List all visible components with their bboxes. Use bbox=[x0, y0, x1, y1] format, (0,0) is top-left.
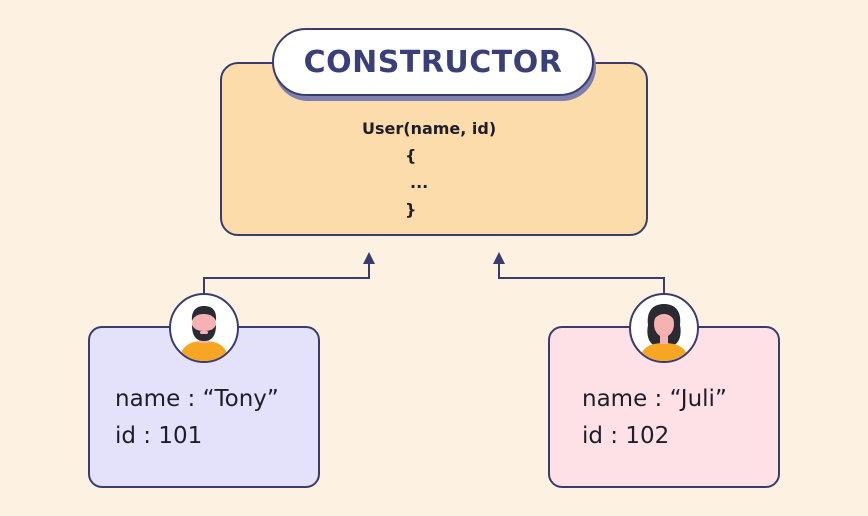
code-signature: User(name, id) bbox=[362, 119, 497, 138]
object-box-tony: name : “Tony” id : 101 bbox=[88, 326, 320, 488]
juli-to-constructor-arrow bbox=[498, 262, 665, 293]
man-bearded-avatar-icon bbox=[169, 293, 239, 363]
woman-avatar-icon bbox=[629, 293, 699, 363]
juli-id-field: id : 102 bbox=[582, 423, 670, 449]
code-body: ... bbox=[410, 173, 429, 192]
tony-name-field: name : “Tony” bbox=[115, 386, 279, 412]
juli-name-field: name : “Juli” bbox=[582, 386, 727, 412]
constructor-title: CONSTRUCTOR bbox=[303, 44, 563, 80]
juli-arrowhead-icon bbox=[493, 252, 505, 264]
code-close-brace: } bbox=[405, 200, 417, 219]
code-open-brace: { bbox=[405, 146, 417, 165]
constructor-title-pill: CONSTRUCTOR bbox=[272, 28, 594, 96]
tony-to-constructor-arrow bbox=[203, 262, 370, 293]
tony-arrowhead-icon bbox=[363, 252, 375, 264]
tony-id-field: id : 101 bbox=[115, 423, 203, 449]
